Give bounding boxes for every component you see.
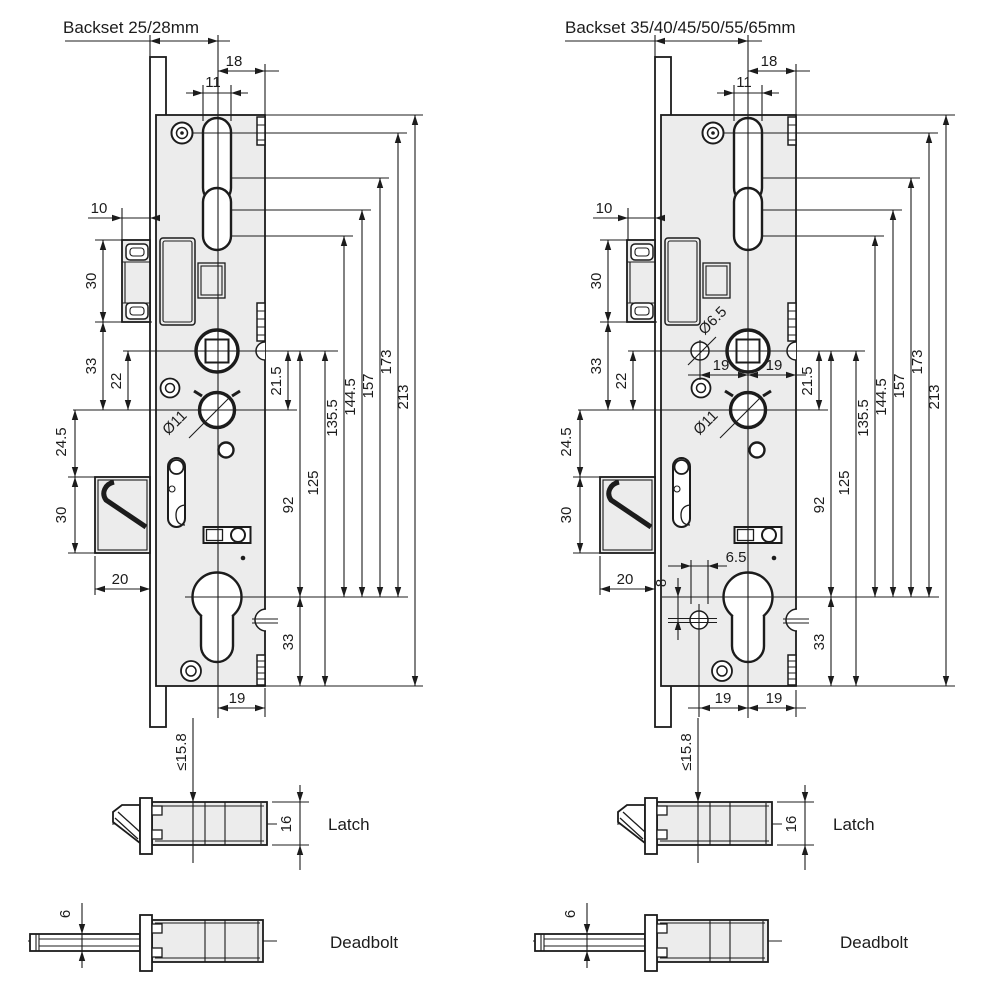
dim-173-right: 173 bbox=[909, 349, 926, 374]
dim-18-left: 18 bbox=[226, 53, 243, 70]
dim-30-latch-left: 30 bbox=[83, 273, 100, 290]
dim-33-right-left: 33 bbox=[280, 634, 297, 651]
dim-6-right: 6 bbox=[562, 910, 579, 918]
dim-10-right: 10 bbox=[596, 200, 613, 217]
dim-6-left: 6 bbox=[57, 910, 74, 918]
dim-20-right: 20 bbox=[617, 571, 634, 588]
lock-assembly-right: Backset 35/40/45/50/55/65mm 18 11 10 20 … bbox=[532, 18, 955, 972]
dim-125-left: 125 bbox=[305, 470, 322, 495]
dim-125-right: 125 bbox=[836, 470, 853, 495]
dim-213-right: 213 bbox=[926, 384, 943, 409]
dim-le15-8-right: ≤15.8 bbox=[678, 733, 695, 770]
dim-24-5-left: 24.5 bbox=[53, 427, 70, 456]
dim-92-right: 92 bbox=[811, 497, 828, 514]
dim-30-bolt-left: 30 bbox=[53, 507, 70, 524]
dim-10-left: 10 bbox=[91, 200, 108, 217]
lock-assembly-left: Backset 25/28mm 18 11 10 20 19 21.5 92 3… bbox=[27, 18, 423, 972]
backset-title-left: Backset 25/28mm bbox=[63, 18, 199, 37]
deadbolt-label-left: Deadbolt bbox=[330, 933, 398, 952]
dim-33-left: 33 bbox=[83, 358, 100, 375]
dim-92-left: 92 bbox=[280, 497, 297, 514]
dim-19c-right: 19 bbox=[715, 690, 732, 707]
dim-144-5-right: 144.5 bbox=[873, 378, 890, 416]
dim-135-5-right: 135.5 bbox=[855, 399, 872, 437]
dim-19-left: 19 bbox=[229, 690, 246, 707]
dim-22-left: 22 bbox=[108, 373, 125, 390]
dim-33-right-right: 33 bbox=[811, 634, 828, 651]
dim-21-5-left: 21.5 bbox=[268, 366, 285, 395]
dim-19d-right: 19 bbox=[766, 690, 783, 707]
dim-173-left: 173 bbox=[378, 349, 395, 374]
dim-16-right: 16 bbox=[783, 816, 800, 833]
backset-title-right: Backset 35/40/45/50/55/65mm bbox=[565, 18, 796, 37]
dim-135-5-left: 135.5 bbox=[324, 399, 341, 437]
dim-11-left: 11 bbox=[205, 74, 221, 91]
dim-le15-8-left: ≤15.8 bbox=[173, 733, 190, 770]
latch-label-right: Latch bbox=[833, 815, 875, 834]
dim-8-right: 8 bbox=[653, 579, 670, 587]
latch-label-left: Latch bbox=[328, 815, 370, 834]
dim-20-left: 20 bbox=[112, 571, 129, 588]
dim-144-5-left: 144.5 bbox=[342, 378, 359, 416]
dim-6-5-right: 6.5 bbox=[726, 549, 747, 566]
dim-24-5-right: 24.5 bbox=[558, 427, 575, 456]
dim-21-5-right: 21.5 bbox=[799, 366, 816, 395]
dim-157-left: 157 bbox=[360, 373, 377, 398]
dim-16-left: 16 bbox=[278, 816, 295, 833]
dim-157-right: 157 bbox=[891, 373, 908, 398]
dim-213-left: 213 bbox=[395, 384, 412, 409]
dim-19b-right: 19 bbox=[766, 357, 783, 374]
dim-30-latch-right: 30 bbox=[588, 273, 605, 290]
dim-33-left-right: 33 bbox=[588, 358, 605, 375]
dim-19a-right: 19 bbox=[713, 357, 730, 374]
dim-11-right: 11 bbox=[736, 74, 752, 91]
deadbolt-label-right: Deadbolt bbox=[840, 933, 908, 952]
dim-18-right: 18 bbox=[761, 53, 778, 70]
dim-22-right: 22 bbox=[613, 373, 630, 390]
dim-30-bolt-right: 30 bbox=[558, 507, 575, 524]
